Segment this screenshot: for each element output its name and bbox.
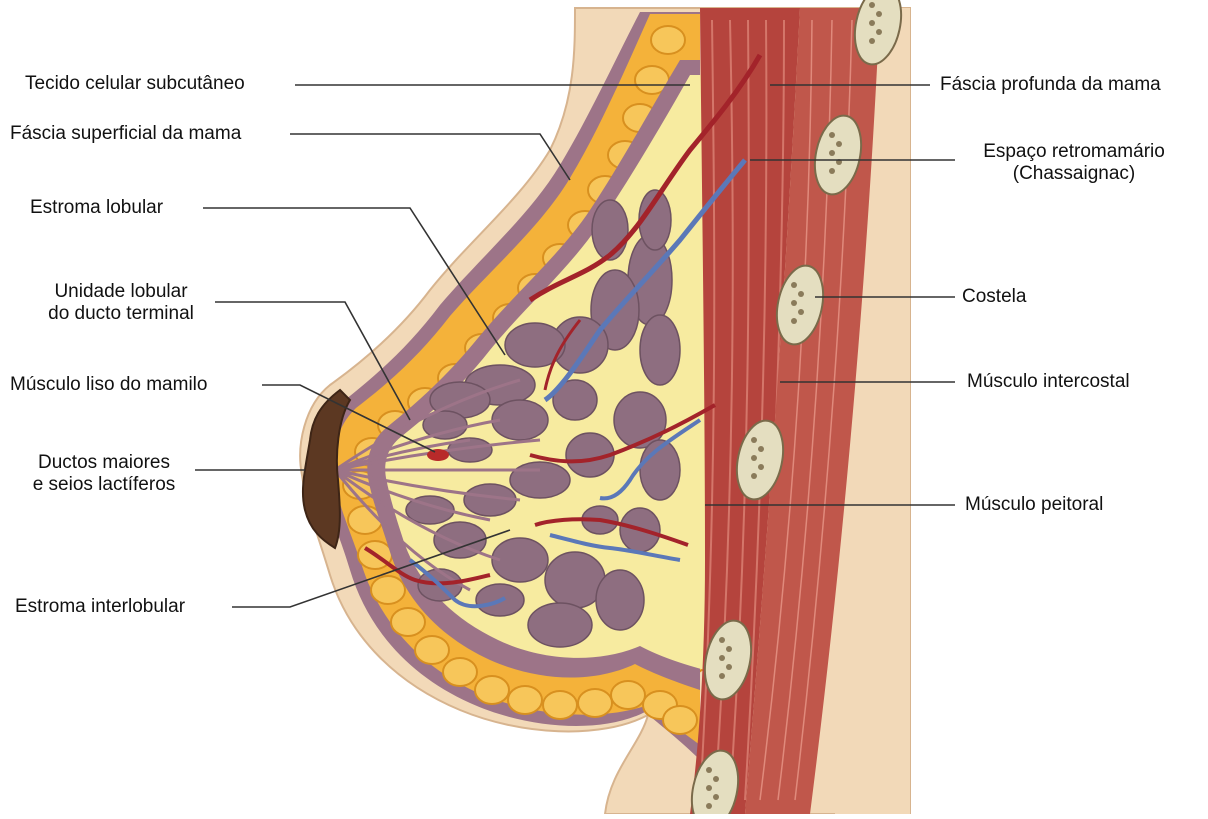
rib-marrow-dot bbox=[798, 309, 804, 315]
glandular-lobule bbox=[596, 570, 644, 630]
rib-marrow-dot bbox=[751, 455, 757, 461]
fat-lobule bbox=[475, 676, 509, 704]
fat-lobule bbox=[578, 689, 612, 717]
rib-marrow-dot bbox=[829, 168, 835, 174]
label-musculo-intercostal: Músculo intercostal bbox=[967, 371, 1130, 393]
fat-lobule bbox=[415, 636, 449, 664]
label-estroma-lobular: Estroma lobular bbox=[30, 197, 163, 219]
label-espaco-line1: Espaço retromamário bbox=[962, 141, 1186, 163]
rib-marrow-dot bbox=[726, 664, 732, 670]
fat-lobule bbox=[443, 658, 477, 686]
glandular-lobule bbox=[528, 603, 592, 647]
nipple-smooth-muscle-spot bbox=[427, 449, 449, 461]
rib-marrow-dot bbox=[726, 646, 732, 652]
label-estroma-interlobular: Estroma interlobular bbox=[15, 596, 185, 618]
rib-marrow-dot bbox=[713, 794, 719, 800]
label-fascia-profunda: Fáscia profunda da mama bbox=[940, 74, 1161, 96]
glandular-lobule bbox=[510, 462, 570, 498]
fat-lobule bbox=[543, 691, 577, 719]
rib-marrow-dot bbox=[791, 282, 797, 288]
label-musculo-peitoral: Músculo peitoral bbox=[965, 494, 1103, 516]
rib-marrow-dot bbox=[829, 150, 835, 156]
rib-marrow-dot bbox=[751, 437, 757, 443]
label-unidade-lobular: Unidade lobular do ducto terminal bbox=[28, 281, 214, 325]
rib-marrow-dot bbox=[869, 38, 875, 44]
fat-lobule bbox=[391, 608, 425, 636]
rib-marrow-dot bbox=[791, 300, 797, 306]
rib-marrow-dot bbox=[751, 473, 757, 479]
label-unidade-lobular-line1: Unidade lobular bbox=[28, 281, 214, 303]
label-ductos-line1: Ductos maiores bbox=[16, 452, 192, 474]
label-tecido-celular: Tecido celular subcutâneo bbox=[25, 73, 245, 95]
label-costela: Costela bbox=[962, 286, 1026, 308]
rib-marrow-dot bbox=[706, 803, 712, 809]
rib-marrow-dot bbox=[719, 655, 725, 661]
rib-marrow-dot bbox=[876, 29, 882, 35]
rib-marrow-dot bbox=[791, 318, 797, 324]
label-espaco-line2: (Chassaignac) bbox=[962, 163, 1186, 185]
label-espaco-retromamario: Espaço retromamário (Chassaignac) bbox=[962, 141, 1186, 185]
glandular-lobule bbox=[592, 200, 628, 260]
rib-marrow-dot bbox=[719, 637, 725, 643]
label-ductos: Ductos maiores e seios lactíferos bbox=[16, 452, 192, 496]
leader-fascia-superficial bbox=[290, 134, 570, 180]
rib-marrow-dot bbox=[713, 776, 719, 782]
fat-lobule bbox=[508, 686, 542, 714]
rib-marrow-dot bbox=[706, 767, 712, 773]
rib-marrow-dot bbox=[719, 673, 725, 679]
label-unidade-lobular-line2: do ducto terminal bbox=[28, 303, 214, 325]
rib-marrow-dot bbox=[829, 132, 835, 138]
glandular-lobule bbox=[492, 538, 548, 582]
fat-lobule bbox=[663, 706, 697, 734]
rib-marrow-dot bbox=[836, 141, 842, 147]
rib-marrow-dot bbox=[758, 446, 764, 452]
fat-lobule bbox=[611, 681, 645, 709]
glandular-lobule bbox=[640, 315, 680, 385]
glandular-lobule bbox=[492, 400, 548, 440]
rib-marrow-dot bbox=[869, 2, 875, 8]
rib-marrow-dot bbox=[798, 291, 804, 297]
label-fascia-superficial: Fáscia superficial da mama bbox=[10, 123, 241, 145]
glandular-lobule bbox=[505, 323, 565, 367]
label-musculo-liso: Músculo liso do mamilo bbox=[10, 374, 207, 396]
rib-marrow-dot bbox=[869, 20, 875, 26]
fat-lobule bbox=[651, 26, 685, 54]
rib-marrow-dot bbox=[758, 464, 764, 470]
label-ductos-line2: e seios lactíferos bbox=[16, 474, 192, 496]
rib-marrow-dot bbox=[706, 785, 712, 791]
fat-lobule bbox=[371, 576, 405, 604]
rib-marrow-dot bbox=[876, 11, 882, 17]
